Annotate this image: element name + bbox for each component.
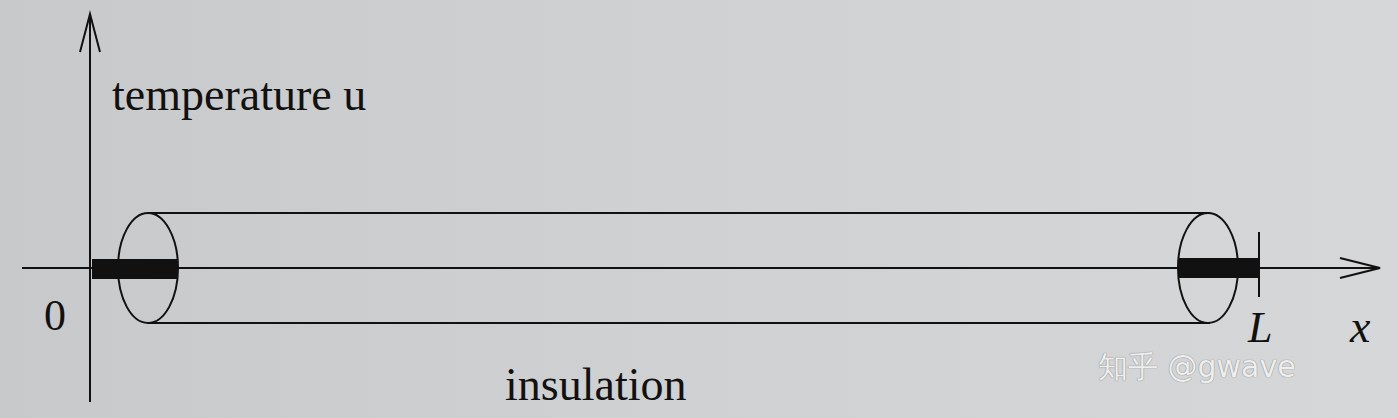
- rod-bottom-edge: [148, 322, 1210, 324]
- l-tick: [1258, 232, 1260, 297]
- watermark: 知乎 @gwave: [1098, 352, 1296, 382]
- length-label: L: [1248, 306, 1272, 350]
- x-axis-arrow: [1340, 258, 1380, 278]
- part-label: insulation: [505, 362, 686, 408]
- u-axis-arrow: [80, 14, 100, 52]
- left-contact: [92, 259, 178, 279]
- axis-label: temperature u: [112, 72, 366, 118]
- origin-label: 0: [44, 294, 66, 338]
- axis-label: x: [1350, 304, 1370, 350]
- right-contact: [1178, 258, 1258, 278]
- u-axis: [89, 14, 91, 402]
- x-axis: [22, 267, 1380, 269]
- rod-top-edge: [148, 212, 1210, 214]
